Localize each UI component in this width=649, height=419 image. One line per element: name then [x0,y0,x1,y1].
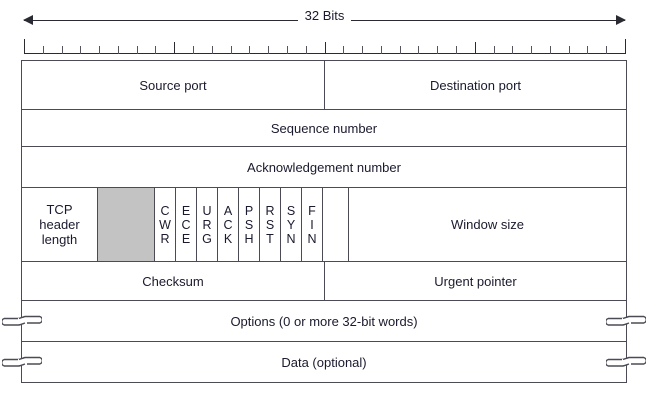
ruler-tick [418,46,419,54]
flag-urg-char-3: G [202,231,212,246]
ruler-tick [456,46,457,54]
flag-psh-char-1: P [244,203,254,218]
flag-ack: A C K [217,188,238,261]
bit-width-arrow: 32 Bits [23,8,626,28]
flag-urg-char-1: U [202,203,212,218]
flag-rst-char-3: T [266,231,274,246]
ruler-tick [268,46,269,54]
ruler-tick [531,46,532,54]
field-sequence-number: Sequence number [22,110,626,146]
ruler-tick [512,46,513,54]
ruler-tick [400,46,401,54]
ruler-tick [249,46,250,54]
ruler-tick [80,46,81,54]
flag-syn-char-2: Y [286,217,296,232]
field-tcp-header-length: TCP header length [22,188,97,261]
bit-width-text: 32 Bits [297,8,352,23]
field-acknowledgement-number: Acknowledgement number [22,147,626,187]
ruler-baseline [24,53,625,54]
row-options: Options (0 or more 32-bit words) [2,300,646,341]
field-window-size: Window size [348,188,626,261]
ruler-tick [475,42,476,54]
row-checksum: Checksum Urgent pointer [21,261,627,300]
flag-urg: U R G [196,188,217,261]
flag-psh-char-2: S [244,217,254,232]
flag-rst-char-1: R [265,203,275,218]
flag-ece-char-1: E [181,203,191,218]
flag-syn-char-1: S [286,203,296,218]
row-flags: TCP header length C W R E C E [21,187,627,261]
flag-cwr-char-2: W [159,217,171,232]
flag-urg-char-2: R [202,217,212,232]
ruler-tick [287,46,288,54]
arrow-head-left-icon [23,15,33,25]
ruler-tick [587,46,588,54]
tcp-header-length-line-3: length [41,232,78,247]
flag-ece: E C E [175,188,196,261]
ruler-tick [155,46,156,54]
flag-cwr: C W R [154,188,175,261]
field-data: Data (optional) [22,342,626,382]
flag-ece-char-2: C [181,217,191,232]
flag-fin-char-3: N [307,231,317,246]
flag-cwr-char-1: C [160,203,170,218]
row-acknowledgement-number: Acknowledgement number [21,146,627,187]
ruler-tick [212,46,213,54]
ruler-tick [174,42,175,54]
ruler-tick [494,46,495,54]
ruler-tick [343,46,344,54]
ruler-tick [193,46,194,54]
row-data: Data (optional) [2,341,646,383]
ruler-tick [231,46,232,54]
ruler-tick [381,46,382,54]
field-source-port: Source port [22,61,324,109]
ruler-tick [437,46,438,54]
ruler-tick [137,46,138,54]
ruler-tick [24,39,25,54]
row-sequence-number: Sequence number [21,109,627,146]
flag-rst: R S T [259,188,280,261]
field-options: Options (0 or more 32-bit words) [22,301,626,341]
ruler-tick [362,46,363,54]
flag-ack-char-1: A [223,203,233,218]
flag-ece-char-3: E [181,231,191,246]
ruler-tick [569,46,570,54]
field-checksum: Checksum [22,262,324,300]
flag-fin-char-1: F [308,203,316,218]
ruler-tick [606,46,607,54]
flag-ack-char-2: C [223,217,233,232]
flag-syn-char-3: N [286,231,296,246]
row-ports: Source port Destination port [21,60,627,109]
ruler-tick [325,42,326,54]
ruler-tick [99,46,100,54]
ruler-tick [118,46,119,54]
ruler-tick [306,46,307,54]
ruler-tick [62,46,63,54]
flag-fin-char-2: I [310,217,314,232]
flag-rst-char-2: S [265,217,275,232]
bit-ruler [24,38,626,54]
tcp-header-length-line-2: header [39,217,80,232]
flag-syn: S Y N [280,188,301,261]
field-reserved [97,188,154,261]
ruler-tick [550,46,551,54]
flag-fin: F I N [301,188,322,261]
arrow-head-right-icon [616,15,626,25]
flag-ack-char-3: K [223,231,233,246]
flags-trailing-spacer [322,188,348,261]
ruler-tick [43,46,44,54]
flag-psh: P S H [238,188,259,261]
field-urgent-pointer: Urgent pointer [324,262,626,300]
flag-psh-char-3: H [244,231,254,246]
flag-cwr-char-3: R [160,231,170,246]
bit-width-label: 32 Bits [24,8,625,23]
packet-field-table: Source port Destination port Sequence nu… [2,60,646,383]
field-destination-port: Destination port [324,61,626,109]
tcp-header-length-line-1: TCP [46,202,73,217]
ruler-tick [625,39,626,54]
